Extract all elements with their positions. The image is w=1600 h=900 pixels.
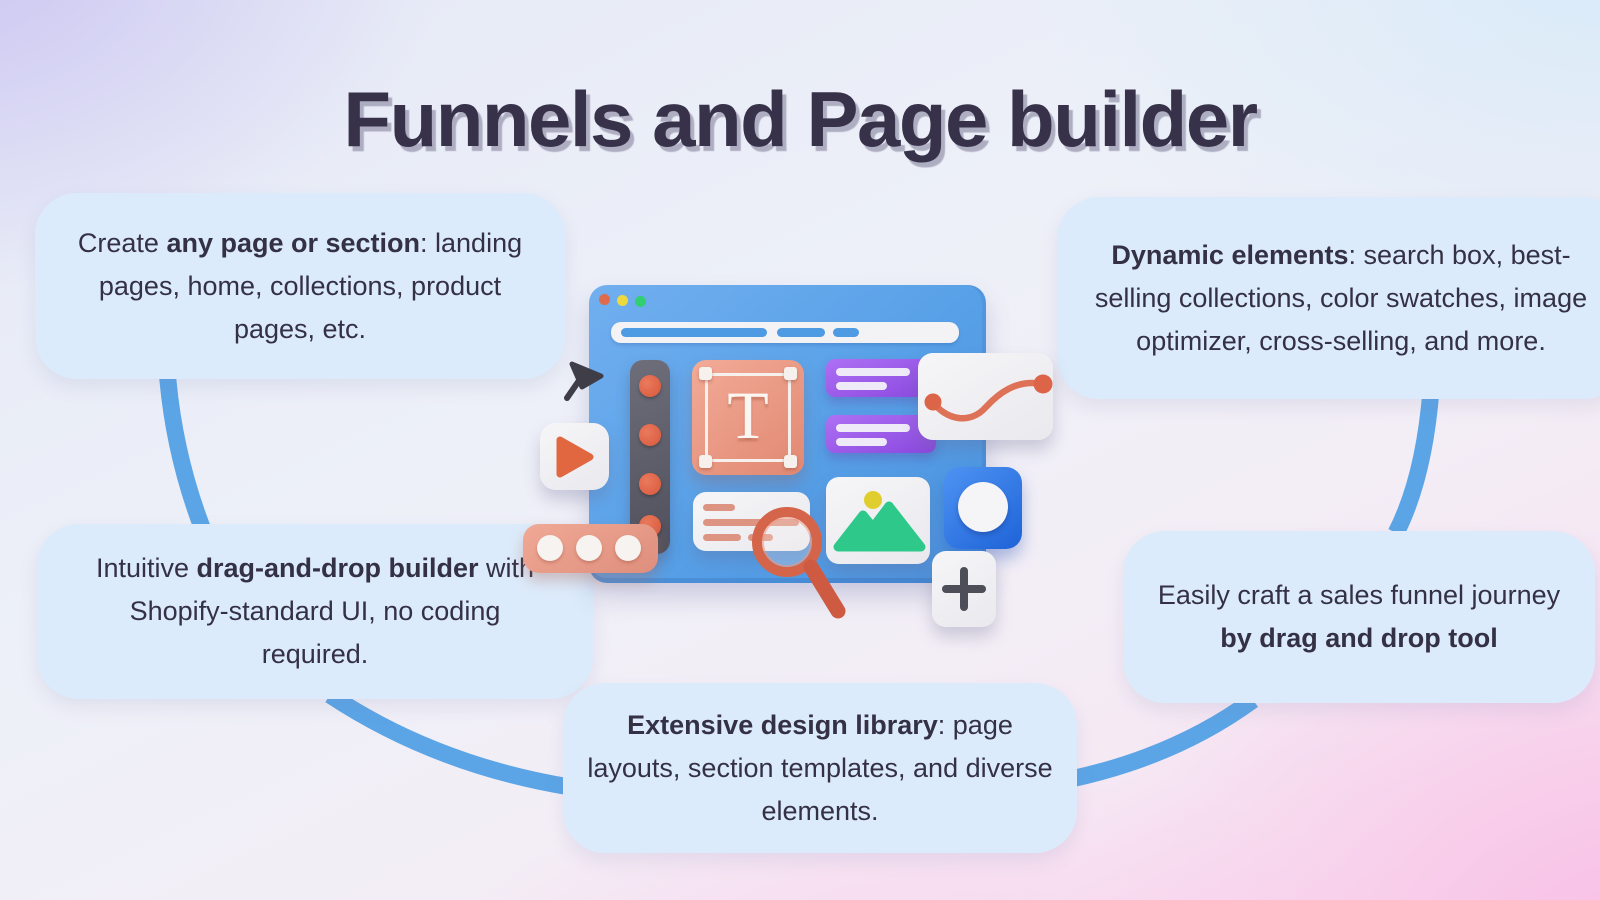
analytics-card bbox=[918, 353, 1053, 440]
text-content-card bbox=[693, 492, 810, 551]
window-dot-red-icon bbox=[599, 294, 610, 305]
bubble-text: Create any page or section: landing page… bbox=[77, 227, 523, 344]
skeleton-list-block bbox=[826, 415, 936, 453]
selection-frame bbox=[705, 373, 791, 462]
toolbar-dot-icon bbox=[639, 375, 661, 397]
bubble-text: Easily craft a sales funnel journey by d… bbox=[1157, 580, 1561, 653]
bubble-dynamic-elements: Dynamic elements: search box, best-selli… bbox=[1057, 197, 1600, 399]
selection-handle bbox=[699, 367, 712, 380]
toolbar-dot-icon bbox=[639, 424, 661, 446]
play-icon bbox=[556, 436, 594, 478]
address-bar-line bbox=[833, 328, 859, 337]
toolbar-dot-icon bbox=[639, 473, 661, 495]
text-tool-icon: T bbox=[727, 377, 769, 453]
address-bar-line bbox=[777, 328, 825, 337]
video-block-card bbox=[540, 423, 609, 490]
selection-handle bbox=[784, 367, 797, 380]
arc-right bbox=[1388, 389, 1440, 537]
side-toolbar bbox=[630, 360, 670, 554]
text-line bbox=[703, 504, 735, 511]
skeleton-line bbox=[836, 424, 910, 432]
window-dot-yellow-icon bbox=[617, 295, 628, 306]
option-dot-icon bbox=[615, 535, 641, 561]
options-bar bbox=[523, 524, 658, 573]
bubble-sales-funnel: Easily craft a sales funnel journey by d… bbox=[1123, 531, 1595, 703]
text-line bbox=[703, 519, 799, 526]
selection-handle bbox=[699, 455, 712, 468]
skeleton-line bbox=[836, 382, 887, 390]
page-title: Funnels and Page builder bbox=[343, 75, 1258, 163]
selection-handle bbox=[784, 455, 797, 468]
address-bar bbox=[611, 322, 959, 343]
bubble-text: Extensive design library: page layouts, … bbox=[587, 709, 1053, 826]
bubble-text: Dynamic elements: search box, best-selli… bbox=[1094, 239, 1588, 356]
address-bar-line bbox=[621, 328, 767, 337]
avatar-block bbox=[944, 467, 1022, 549]
image-placeholder-icon bbox=[833, 491, 926, 552]
skeleton-list-block bbox=[826, 359, 936, 397]
bubble-text: Intuitive drag-and-drop builder with Sho… bbox=[95, 553, 535, 669]
arc-left bbox=[158, 368, 211, 534]
cursor-arrow-icon bbox=[564, 361, 604, 401]
add-block-card bbox=[932, 551, 996, 627]
option-dot-icon bbox=[576, 535, 602, 561]
skeleton-line bbox=[836, 438, 887, 446]
chart-line-icon bbox=[924, 374, 1053, 422]
arc-bottom-left bbox=[325, 687, 572, 796]
magnifier-icon bbox=[752, 507, 846, 619]
bubble-create-any-page: Create any page or section: landing page… bbox=[35, 193, 565, 379]
bubble-design-library: Extensive design library: page layouts, … bbox=[563, 683, 1077, 853]
text-line bbox=[703, 534, 741, 541]
plus-icon bbox=[960, 567, 968, 611]
skeleton-line bbox=[836, 368, 910, 376]
avatar-icon bbox=[958, 482, 1008, 532]
text-tool-block: T bbox=[692, 360, 804, 475]
bubble-drag-and-drop-builder: Intuitive drag-and-drop builder with Sho… bbox=[37, 524, 593, 699]
option-dot-icon bbox=[537, 535, 563, 561]
window-dot-green-icon bbox=[635, 296, 646, 307]
image-placeholder-card bbox=[826, 477, 930, 564]
